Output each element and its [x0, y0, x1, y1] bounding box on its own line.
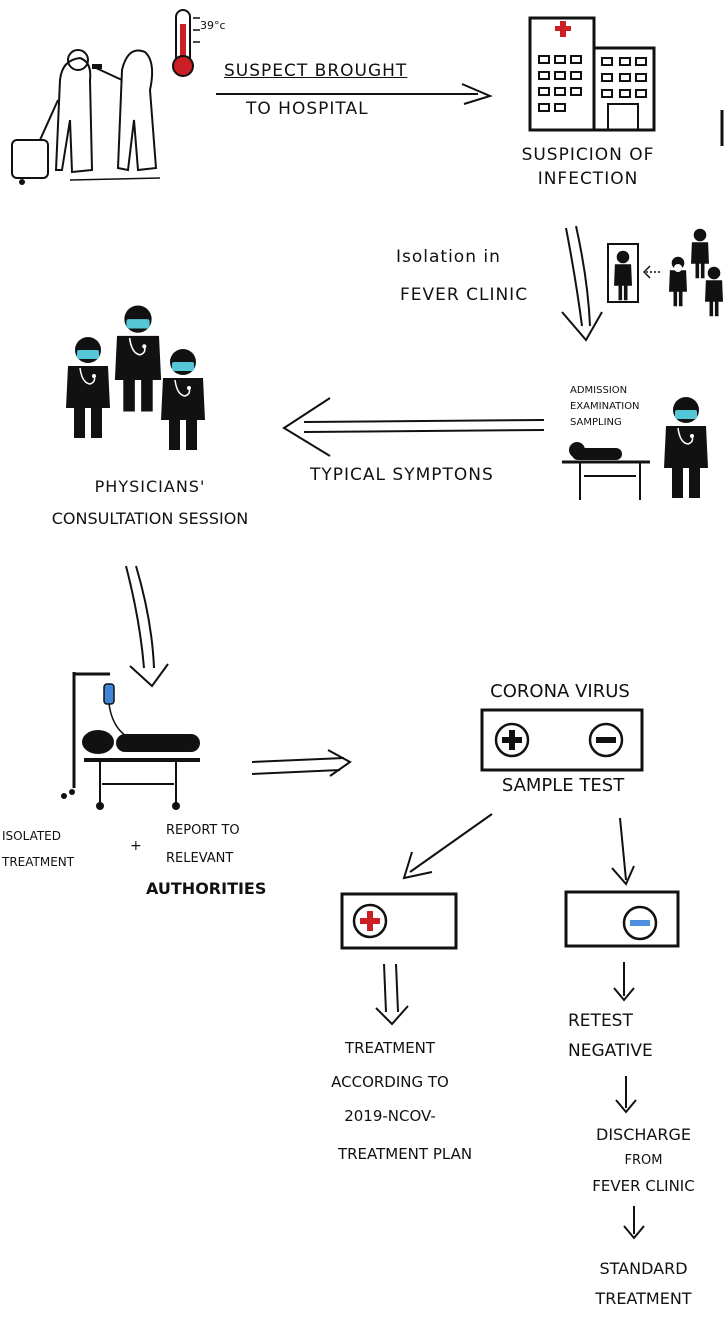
thermometer-icon — [172, 9, 200, 77]
arrow-to-consultation — [282, 397, 545, 457]
step-retest-line1: Retest — [568, 1011, 633, 1031]
arrow-to-positive — [402, 813, 493, 880]
step-isolated-line1: Isolated — [2, 829, 61, 843]
step-to-hospital: to hospital — [246, 99, 369, 119]
step-discharge-line2: from — [624, 1153, 663, 1168]
arrow-to-hospital — [216, 83, 493, 105]
step-isolation-line2: fever clinic — [400, 285, 529, 305]
arrow-to-treatment-plan — [375, 963, 409, 1026]
arrow-to-isolated-treatment — [125, 565, 169, 688]
step-suspicion-line2: infection — [537, 169, 639, 189]
step-admission-line3: sampling — [570, 417, 622, 428]
physicians-group-illustration — [65, 304, 206, 451]
step-sample-test: Sample test — [501, 775, 625, 796]
step-report-line3: authorities — [146, 879, 267, 898]
step-consultation-line2: consultation session — [51, 509, 249, 528]
isolation-room-illustration — [607, 228, 723, 317]
step-admission-line2: examination — [570, 401, 640, 412]
arrow-to-negative — [611, 817, 635, 886]
step-suspicion-line1: Suspicion of — [521, 145, 655, 165]
admission-bed-illustration — [562, 396, 709, 500]
suspect-screening-illustration — [11, 49, 161, 185]
step-consultation-line1: Physicians' — [94, 477, 206, 496]
step-discharge-line3: fever clinic — [592, 1177, 695, 1195]
arrow-to-corona-test — [251, 749, 352, 777]
arrow-to-standard-treatment — [623, 1206, 645, 1240]
step-admission-line1: admission — [570, 385, 628, 396]
step-treatment-line4: treatment plan — [337, 1145, 473, 1163]
step-treatment-line3: 2019-nCoV- — [344, 1107, 436, 1125]
step-isolated-line2: treatment — [2, 855, 75, 869]
step-discharge-line1: Discharge — [596, 1125, 691, 1144]
arrow-to-discharge — [615, 1076, 637, 1114]
step-standard-line2: treatment — [595, 1289, 692, 1308]
step-corona-virus: Corona virus — [490, 681, 630, 702]
positive-result-card — [340, 892, 458, 950]
step-standard-line1: Standard — [599, 1259, 688, 1278]
negative-result-card — [564, 890, 680, 948]
corona-test-cassette — [480, 708, 644, 772]
step-retest-line2: negative — [568, 1041, 653, 1061]
step-report-line1: Report to — [166, 823, 240, 838]
arrow-to-isolation — [561, 225, 603, 342]
thermometer-reading: 39°c — [200, 19, 226, 32]
plus-sign: + — [130, 838, 143, 854]
arrow-to-retest — [613, 962, 635, 1002]
step-suspect-brought: Suspect brought — [224, 61, 408, 81]
hospital-icon — [528, 16, 724, 146]
step-treatment-line1: Treatment — [344, 1039, 436, 1057]
step-treatment-line2: according to — [331, 1073, 449, 1091]
step-report-line2: relevant — [166, 851, 234, 866]
step-isolation-line1: Isolation in — [396, 247, 501, 267]
step-typical-symptoms: Typical symptons — [310, 465, 494, 485]
treatment-bed-illustration — [61, 672, 200, 810]
